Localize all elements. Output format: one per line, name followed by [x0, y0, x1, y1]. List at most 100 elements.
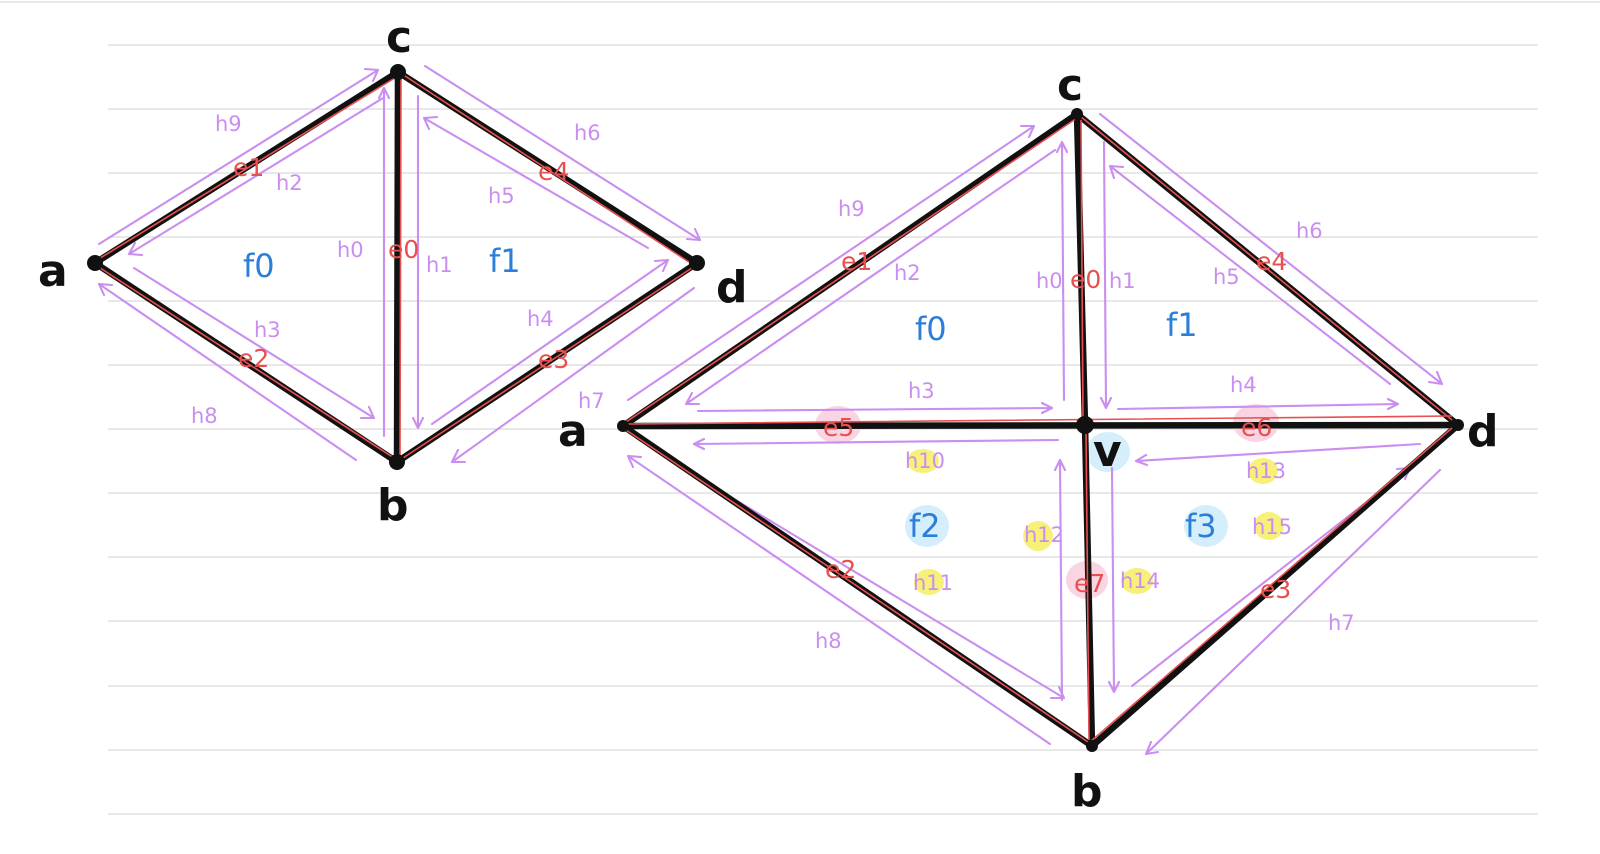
diagram-after-split: a b c d v e0 e1 e2 e3 e4 e5 e6 e7 f0 f1 …: [558, 60, 1499, 817]
face-label: f3: [1185, 507, 1217, 545]
edge-line: [619, 421, 1462, 430]
halfedge-label: h9: [215, 112, 242, 136]
halfedge-arrow: [1144, 468, 1442, 756]
ruled-lines: [0, 1, 1600, 815]
vertex-dot: [390, 64, 406, 80]
halfedge-label: h1: [426, 253, 453, 277]
edge-label: e5: [823, 413, 854, 442]
edge-trace: [625, 115, 1453, 743]
halfedge-arrow: [626, 124, 1036, 402]
halfedge-arrow: [1098, 112, 1444, 386]
face-label: f0: [915, 310, 947, 348]
halfedges-left: [97, 64, 702, 464]
highlight-yellow: [1023, 521, 1053, 551]
halfedge-label: h2: [894, 261, 921, 285]
vertex-label: d: [1467, 406, 1499, 457]
edge-label: e1: [233, 153, 264, 182]
edge-label: e2: [825, 555, 856, 584]
halfedge-label: h6: [1296, 219, 1323, 243]
highlight-yellow: [914, 569, 944, 595]
edge-label: e0: [1070, 265, 1101, 294]
vertex-dot: [1071, 108, 1083, 120]
highlight-yellow: [1254, 512, 1284, 540]
vertex-label: c: [1057, 60, 1083, 111]
halfedge-arrow: [132, 266, 376, 420]
edge-label: e1: [841, 247, 872, 276]
edge-label: e3: [1260, 575, 1291, 604]
vertex-label: b: [377, 480, 409, 531]
halfedges-right: [626, 112, 1444, 756]
highlight-yellow: [1248, 458, 1278, 484]
halfedge-label: h4: [527, 307, 554, 331]
vertex-label: a: [38, 246, 68, 297]
edge-trace: [96, 73, 696, 461]
highlight-yellow: [907, 449, 939, 473]
halfedge-label: h1: [1109, 269, 1136, 293]
vertex-dot: [1452, 419, 1464, 431]
halfedge-arrow: [97, 67, 380, 246]
edge-line: [393, 68, 402, 466]
highlight-blue: [1184, 505, 1228, 547]
halfedge-arrow: [423, 64, 702, 242]
halfedge-arrow: [422, 115, 650, 250]
vertex-dot: [87, 255, 103, 271]
halfedge-label: h7: [578, 389, 605, 413]
halfedge-arrow: [1108, 164, 1392, 386]
halfedge-arrow: [450, 286, 696, 464]
edge-label: e3: [538, 345, 569, 374]
halfedge-label: h3: [254, 318, 281, 342]
face-label: f0: [243, 247, 275, 285]
vertex-label: v: [1093, 426, 1122, 477]
edge-label: e7: [1074, 569, 1105, 598]
halfedge-label: h10: [905, 449, 945, 473]
edge-label: e4: [538, 157, 569, 186]
vertex-label: d: [716, 262, 748, 313]
vertex-dot: [1086, 740, 1098, 752]
edge-label: e4: [1256, 247, 1287, 276]
edge-line: [619, 110, 1081, 430]
halfedge-label: h9: [838, 197, 865, 221]
halfedge-arrow: [1107, 466, 1121, 694]
halfedge-arrow: [430, 258, 670, 426]
vertex-label: c: [386, 12, 412, 63]
halfedge-arrow: [1116, 397, 1400, 411]
halfedge-label: h5: [488, 184, 515, 208]
highlight-blue: [905, 505, 949, 547]
halfedge-arrow: [1053, 458, 1067, 702]
vertex-dot: [617, 420, 629, 432]
halfedge-label: h7: [1328, 611, 1355, 635]
halfedge-label: h3: [908, 379, 935, 403]
halfedge-label: h0: [337, 238, 364, 262]
halfedge-arrow: [626, 454, 1052, 746]
vertex-dot: [389, 454, 405, 470]
highlight-blue: [1086, 432, 1130, 472]
halfedge-label: h8: [815, 629, 842, 653]
edge-label: e0: [388, 235, 419, 264]
edges-right: [619, 110, 1462, 750]
vertex-dot: [1076, 416, 1094, 434]
face-label: f1: [1166, 306, 1198, 344]
vertex-dot: [689, 255, 705, 271]
halfedge-label: h11: [913, 571, 953, 595]
halfedge-arrow: [684, 148, 1057, 406]
halfedge-label: h0: [1036, 269, 1063, 293]
vertices-left: [87, 64, 705, 470]
halfedge-arrow: [694, 474, 1066, 700]
halfedge-arrow: [1055, 140, 1069, 402]
diagram-before-split: a b c d e0 e1 e2 e3 e4 f0 f1 h0 h1 h2 h3…: [38, 12, 748, 531]
vertex-label: b: [1071, 766, 1103, 817]
highlights: [815, 404, 1284, 599]
halfedge-arrow: [696, 401, 1054, 415]
halfedge-label: h6: [574, 121, 601, 145]
face-label: f1: [489, 242, 521, 280]
face-label: f2: [909, 507, 941, 545]
halfedge-label: h12: [1024, 523, 1064, 547]
halfedge-arrow: [377, 86, 391, 438]
edge-line: [1073, 110, 1089, 429]
halfedge-label: h13: [1246, 459, 1286, 483]
edges-left: [91, 68, 701, 466]
halfedge-label: h15: [1252, 515, 1292, 539]
halfedge-arrow: [97, 282, 358, 462]
